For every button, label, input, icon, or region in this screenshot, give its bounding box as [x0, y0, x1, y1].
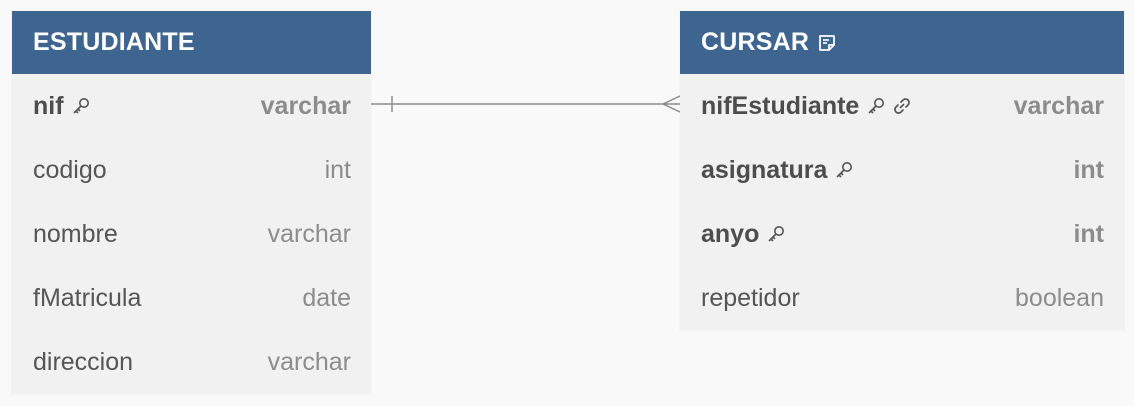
table-row[interactable]: asignatura int [680, 138, 1124, 202]
table-row[interactable]: fMatricula date [12, 266, 371, 330]
column-type: varchar [267, 219, 351, 248]
table-title: CURSAR [701, 28, 810, 56]
table-cursar[interactable]: CURSAR nifEstudiante [680, 11, 1124, 330]
many-cardinality-marker [662, 95, 681, 105]
table-row[interactable]: nombre varchar [12, 202, 371, 266]
key-icon [71, 96, 91, 116]
column-name: direccion [33, 347, 134, 376]
table-row[interactable]: anyo int [680, 202, 1124, 266]
link-icon [892, 96, 912, 116]
table-header[interactable]: ESTUDIANTE [12, 11, 371, 74]
table-header[interactable]: CURSAR [680, 11, 1124, 74]
table-row[interactable]: codigo int [12, 138, 371, 202]
column-type: boolean [1015, 283, 1104, 312]
column-name: nif [33, 91, 64, 120]
table-row[interactable]: nifEstudiante va [680, 74, 1124, 138]
key-icon [766, 224, 786, 244]
table-row[interactable]: repetidor boolean [680, 266, 1124, 330]
key-icon [866, 96, 886, 116]
note-icon[interactable] [817, 33, 837, 53]
column-type: int [1073, 155, 1104, 184]
column-name: nombre [33, 219, 118, 248]
column-name: asignatura [701, 155, 828, 184]
column-type: varchar [260, 91, 351, 120]
column-type: date [302, 283, 351, 312]
table-title: ESTUDIANTE [33, 28, 195, 56]
column-type: varchar [1013, 91, 1104, 120]
column-type: varchar [267, 347, 351, 376]
table-row[interactable]: nif varchar [12, 74, 371, 138]
column-type: int [324, 155, 351, 184]
table-estudiante[interactable]: ESTUDIANTE nif varchar codigo int [12, 11, 371, 394]
column-name: codigo [33, 155, 107, 184]
column-name: anyo [701, 219, 760, 248]
column-name: repetidor [701, 283, 800, 312]
table-row[interactable]: direccion varchar [12, 330, 371, 394]
key-icon [834, 160, 854, 180]
column-name: fMatricula [33, 283, 142, 312]
column-name: nifEstudiante [701, 91, 860, 120]
column-type: int [1073, 219, 1104, 248]
